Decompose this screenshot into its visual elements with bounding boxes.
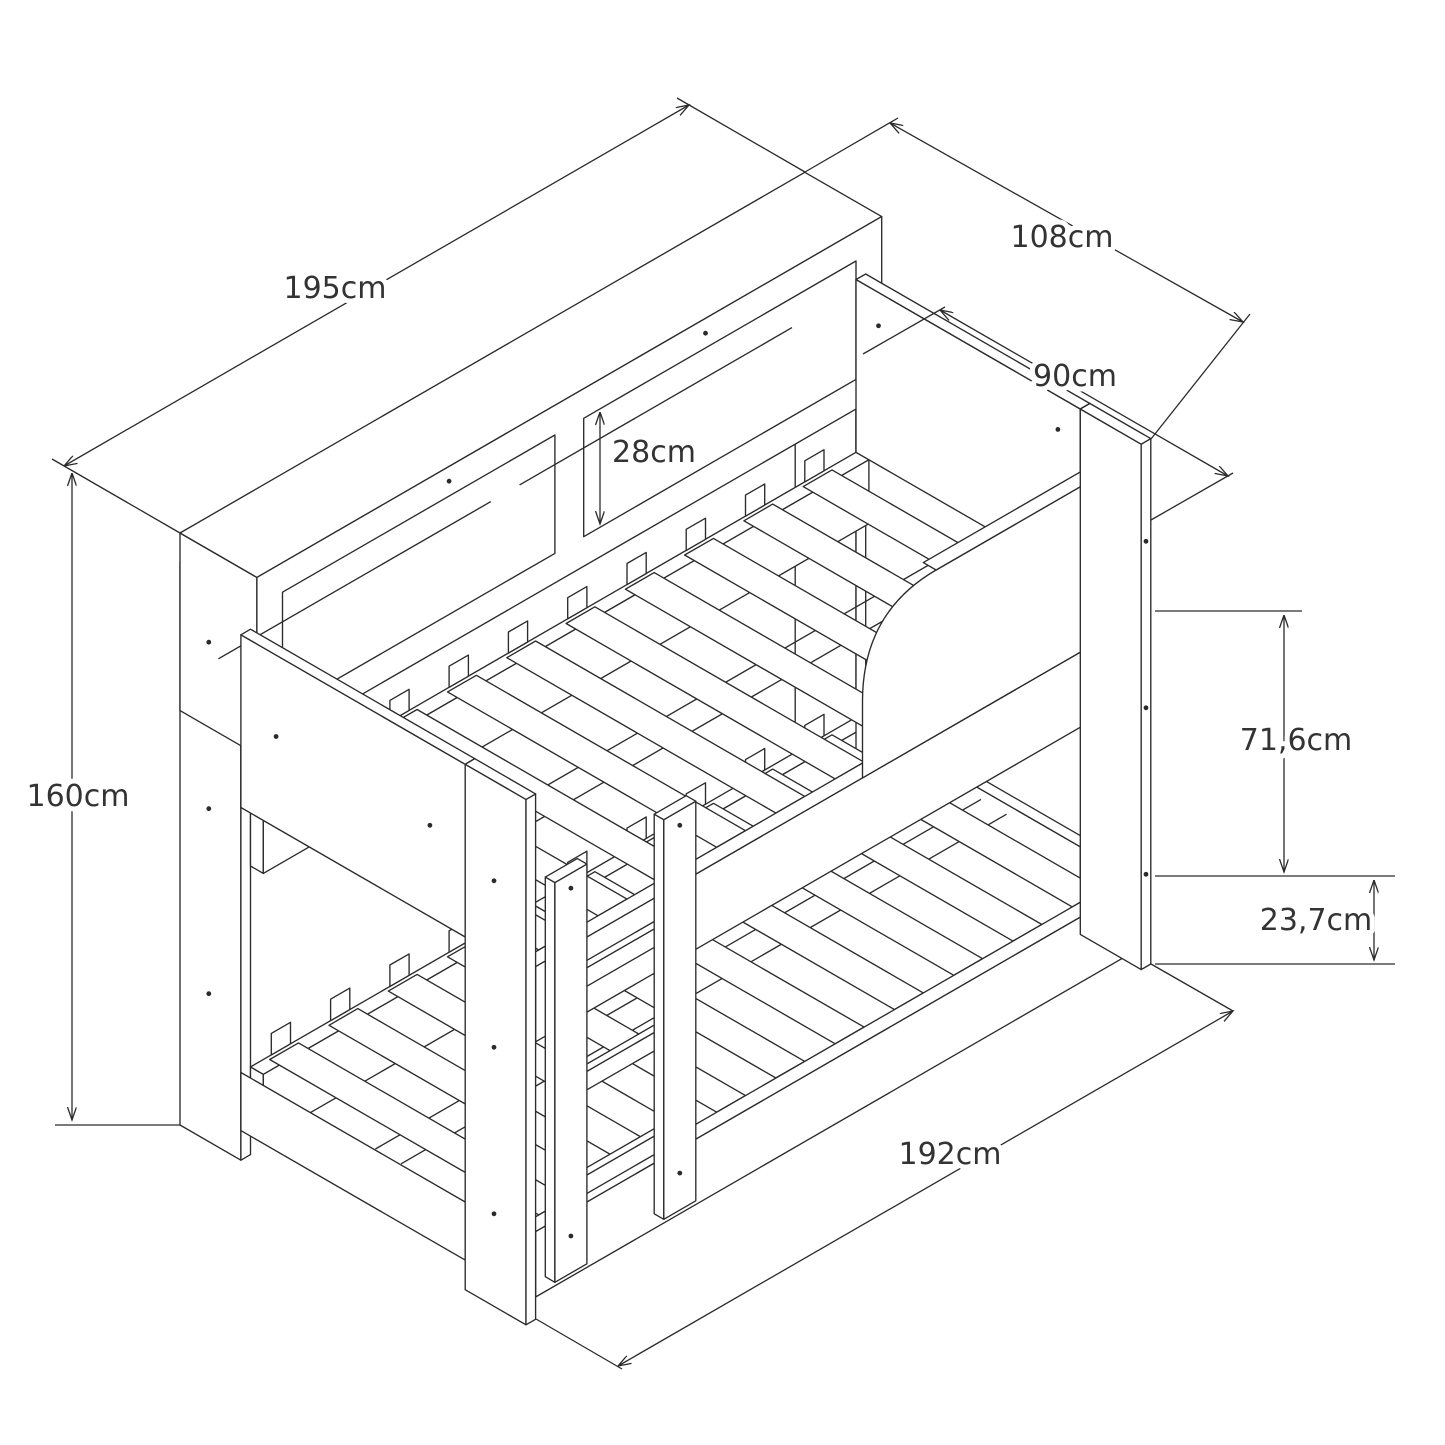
dim-label-clearance: 71,6cm bbox=[1240, 723, 1353, 758]
dimension-line-195 bbox=[64, 105, 689, 466]
dimension-labels: 195cm 108cm 90cm 28cm 160cm 71,6cm 23,7c… bbox=[22, 215, 1378, 1177]
dim-label-length-top: 195cm bbox=[284, 271, 387, 306]
extension-line bbox=[535, 1318, 623, 1370]
dim-label-length-bottom: 192cm bbox=[899, 1137, 1002, 1172]
extension-line bbox=[1150, 472, 1234, 521]
dim-label-total-depth: 108cm bbox=[1011, 220, 1114, 255]
dim-label-shelf-height: 28cm bbox=[612, 435, 696, 470]
dimension-line-108 bbox=[890, 123, 1243, 322]
dim-label-base-height: 23,7cm bbox=[1260, 903, 1373, 938]
dimension-annotations bbox=[51, 97, 1395, 1370]
bed-drawing bbox=[179, 171, 1152, 1326]
dimension-line-90 bbox=[940, 310, 1228, 476]
dimension-line-192 bbox=[618, 1011, 1233, 1366]
extension-line bbox=[51, 458, 181, 534]
extension-line bbox=[1150, 963, 1234, 1012]
dim-label-total-height: 160cm bbox=[27, 779, 130, 814]
extension-line bbox=[1150, 313, 1251, 440]
extension-line bbox=[676, 97, 806, 173]
extension-line bbox=[804, 117, 899, 173]
dim-label-bed-depth: 90cm bbox=[1033, 359, 1117, 394]
